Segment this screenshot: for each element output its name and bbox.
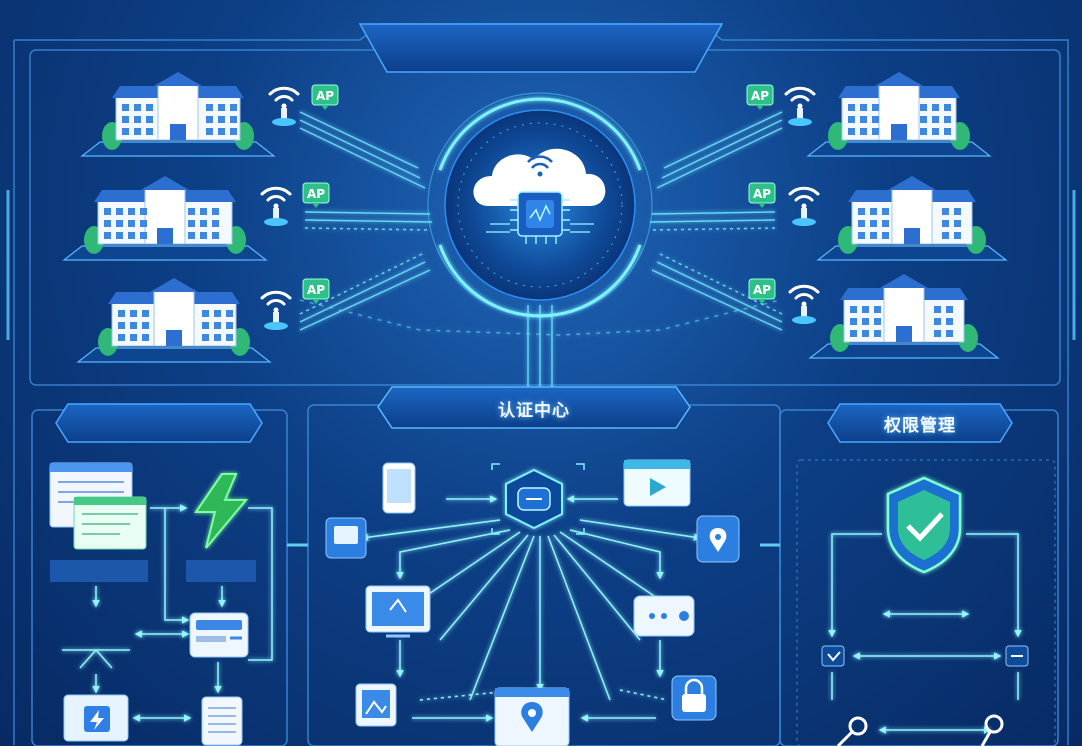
auth-center-module (325, 459, 740, 746)
wifi-icon (784, 86, 816, 126)
wifi-icon (788, 186, 820, 226)
message-icon (633, 595, 695, 637)
left-module-title (68, 405, 250, 441)
power-device-icon (63, 694, 129, 742)
left-module (49, 462, 273, 746)
check-box-icon (821, 645, 845, 667)
printer-icon (201, 696, 243, 746)
wifi-icon (788, 284, 820, 324)
lock-icon (671, 675, 717, 721)
monitor-icon (365, 585, 431, 638)
campus-building-icon (816, 176, 1008, 261)
top-header-bar (358, 23, 724, 73)
hub-spokes (299, 111, 783, 388)
ap-badge: AP (302, 182, 330, 208)
ap-label: AP (316, 89, 334, 103)
permission-management-title: 权限管理 (884, 415, 956, 436)
wifi-icon (260, 186, 292, 226)
campus-building-icon (76, 278, 272, 363)
server-card-icon (189, 612, 249, 658)
ap-label: AP (753, 187, 771, 201)
campus-building-icon (62, 176, 268, 261)
location-icon (696, 515, 740, 563)
auth-hub-icon (491, 463, 585, 535)
document-window-icon (49, 462, 147, 550)
permission-header (827, 403, 1013, 443)
permission-module (821, 476, 1029, 746)
auth-center-title: 认证中心 (498, 400, 570, 421)
left-module-header (55, 403, 263, 443)
key-icon (836, 714, 1004, 746)
ap-badge: AP (311, 84, 339, 110)
ap-badge: AP (746, 84, 774, 110)
ap-badge: AP (302, 278, 330, 304)
lightning-icon (194, 473, 249, 549)
minus-box-icon (1005, 645, 1029, 667)
campus-building-icon (808, 274, 1000, 359)
ap-label: AP (307, 187, 325, 201)
campus-building-icon (806, 72, 992, 157)
campus-building-icon (80, 72, 276, 157)
ap-badge: AP (748, 182, 776, 208)
ap-label: AP (751, 89, 769, 103)
access-points: AP AP AP AP AP AP (260, 84, 820, 330)
smartphone-icon (382, 462, 416, 514)
wifi-icon (268, 86, 300, 126)
map-pin-icon (494, 687, 570, 746)
id-card-icon (325, 517, 367, 559)
auth-center-header (377, 386, 691, 429)
image-icon (355, 683, 397, 727)
video-icon (623, 459, 691, 507)
cloud-chip-icon (473, 148, 606, 244)
campus-buildings (62, 72, 1008, 363)
wifi-icon (260, 290, 292, 330)
ap-badge: AP (748, 278, 776, 304)
ap-label: AP (307, 283, 325, 297)
ap-label: AP (753, 283, 771, 297)
